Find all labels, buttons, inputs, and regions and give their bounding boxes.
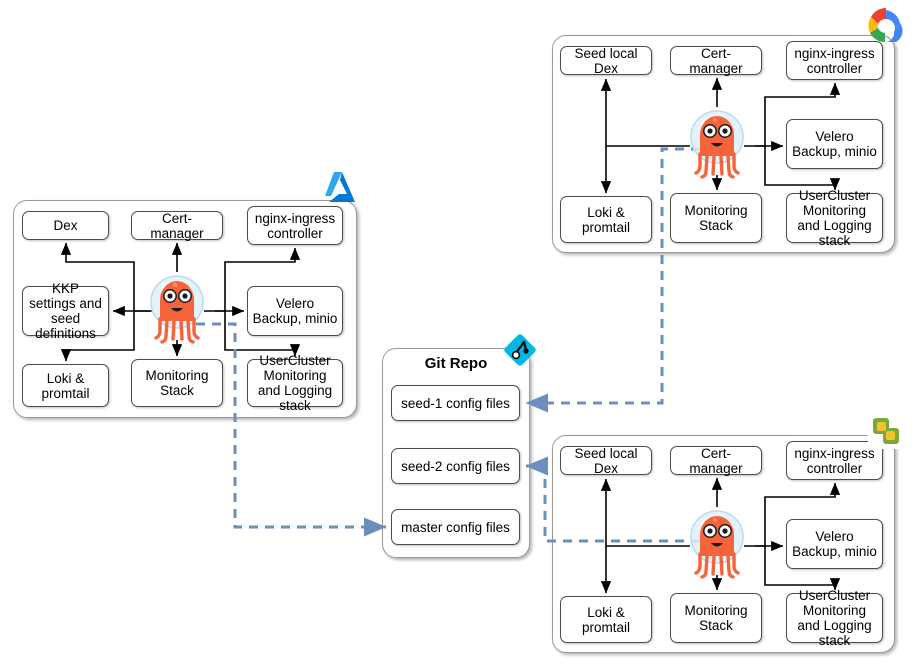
node-gcp-usercluster[interactable]: UserCluster Monitoring and Logging stack — [786, 188, 883, 248]
git-repo-item-seed-2[interactable]: seed-2 config files — [391, 448, 520, 484]
node-gcp-cert-manager[interactable]: Cert-manager — [670, 46, 762, 76]
node-azure-monitoring[interactable]: Monitoring Stack — [131, 359, 223, 407]
node-azure-kkp-settings[interactable]: KKP settings and seed definitions — [22, 281, 109, 341]
git-repo-item-master[interactable]: master config files — [391, 509, 520, 545]
node-azure-velero[interactable]: Velero Backup, minio — [247, 286, 343, 336]
node-gcp-loki[interactable]: Loki & promtail — [560, 196, 652, 243]
node-vmware-nginx-ingress[interactable]: nginx-ingress controller — [786, 441, 883, 480]
node-gcp-monitoring[interactable]: Monitoring Stack — [670, 193, 762, 243]
node-vmware-monitoring[interactable]: Monitoring Stack — [670, 593, 762, 643]
node-gcp-nginx-ingress[interactable]: nginx-ingress controller — [786, 41, 883, 80]
node-azure-nginx-ingress[interactable]: nginx-ingress controller — [247, 206, 343, 245]
node-vmware-velero[interactable]: Velero Backup, minio — [786, 519, 883, 569]
node-azure-cert-manager[interactable]: Cert-manager — [131, 211, 223, 241]
node-vmware-usercluster[interactable]: UserCluster Monitoring and Logging stack — [786, 588, 883, 648]
node-vmware-seed-local-dex[interactable]: Seed local Dex — [560, 446, 652, 476]
node-azure-loki[interactable]: Loki & promtail — [22, 364, 109, 407]
node-gcp-velero[interactable]: Velero Backup, minio — [786, 119, 883, 169]
node-azure-usercluster[interactable]: UserCluster Monitoring and Logging stack — [247, 353, 343, 413]
node-vmware-cert-manager[interactable]: Cert-manager — [670, 446, 762, 476]
git-repo-title: Git Repo — [424, 355, 488, 372]
git-repo-item-seed-1[interactable]: seed-1 config files — [391, 385, 520, 421]
node-azure-dex[interactable]: Dex — [22, 211, 109, 240]
node-vmware-loki[interactable]: Loki & promtail — [560, 596, 652, 643]
node-gcp-seed-local-dex[interactable]: Seed local Dex — [560, 46, 652, 76]
